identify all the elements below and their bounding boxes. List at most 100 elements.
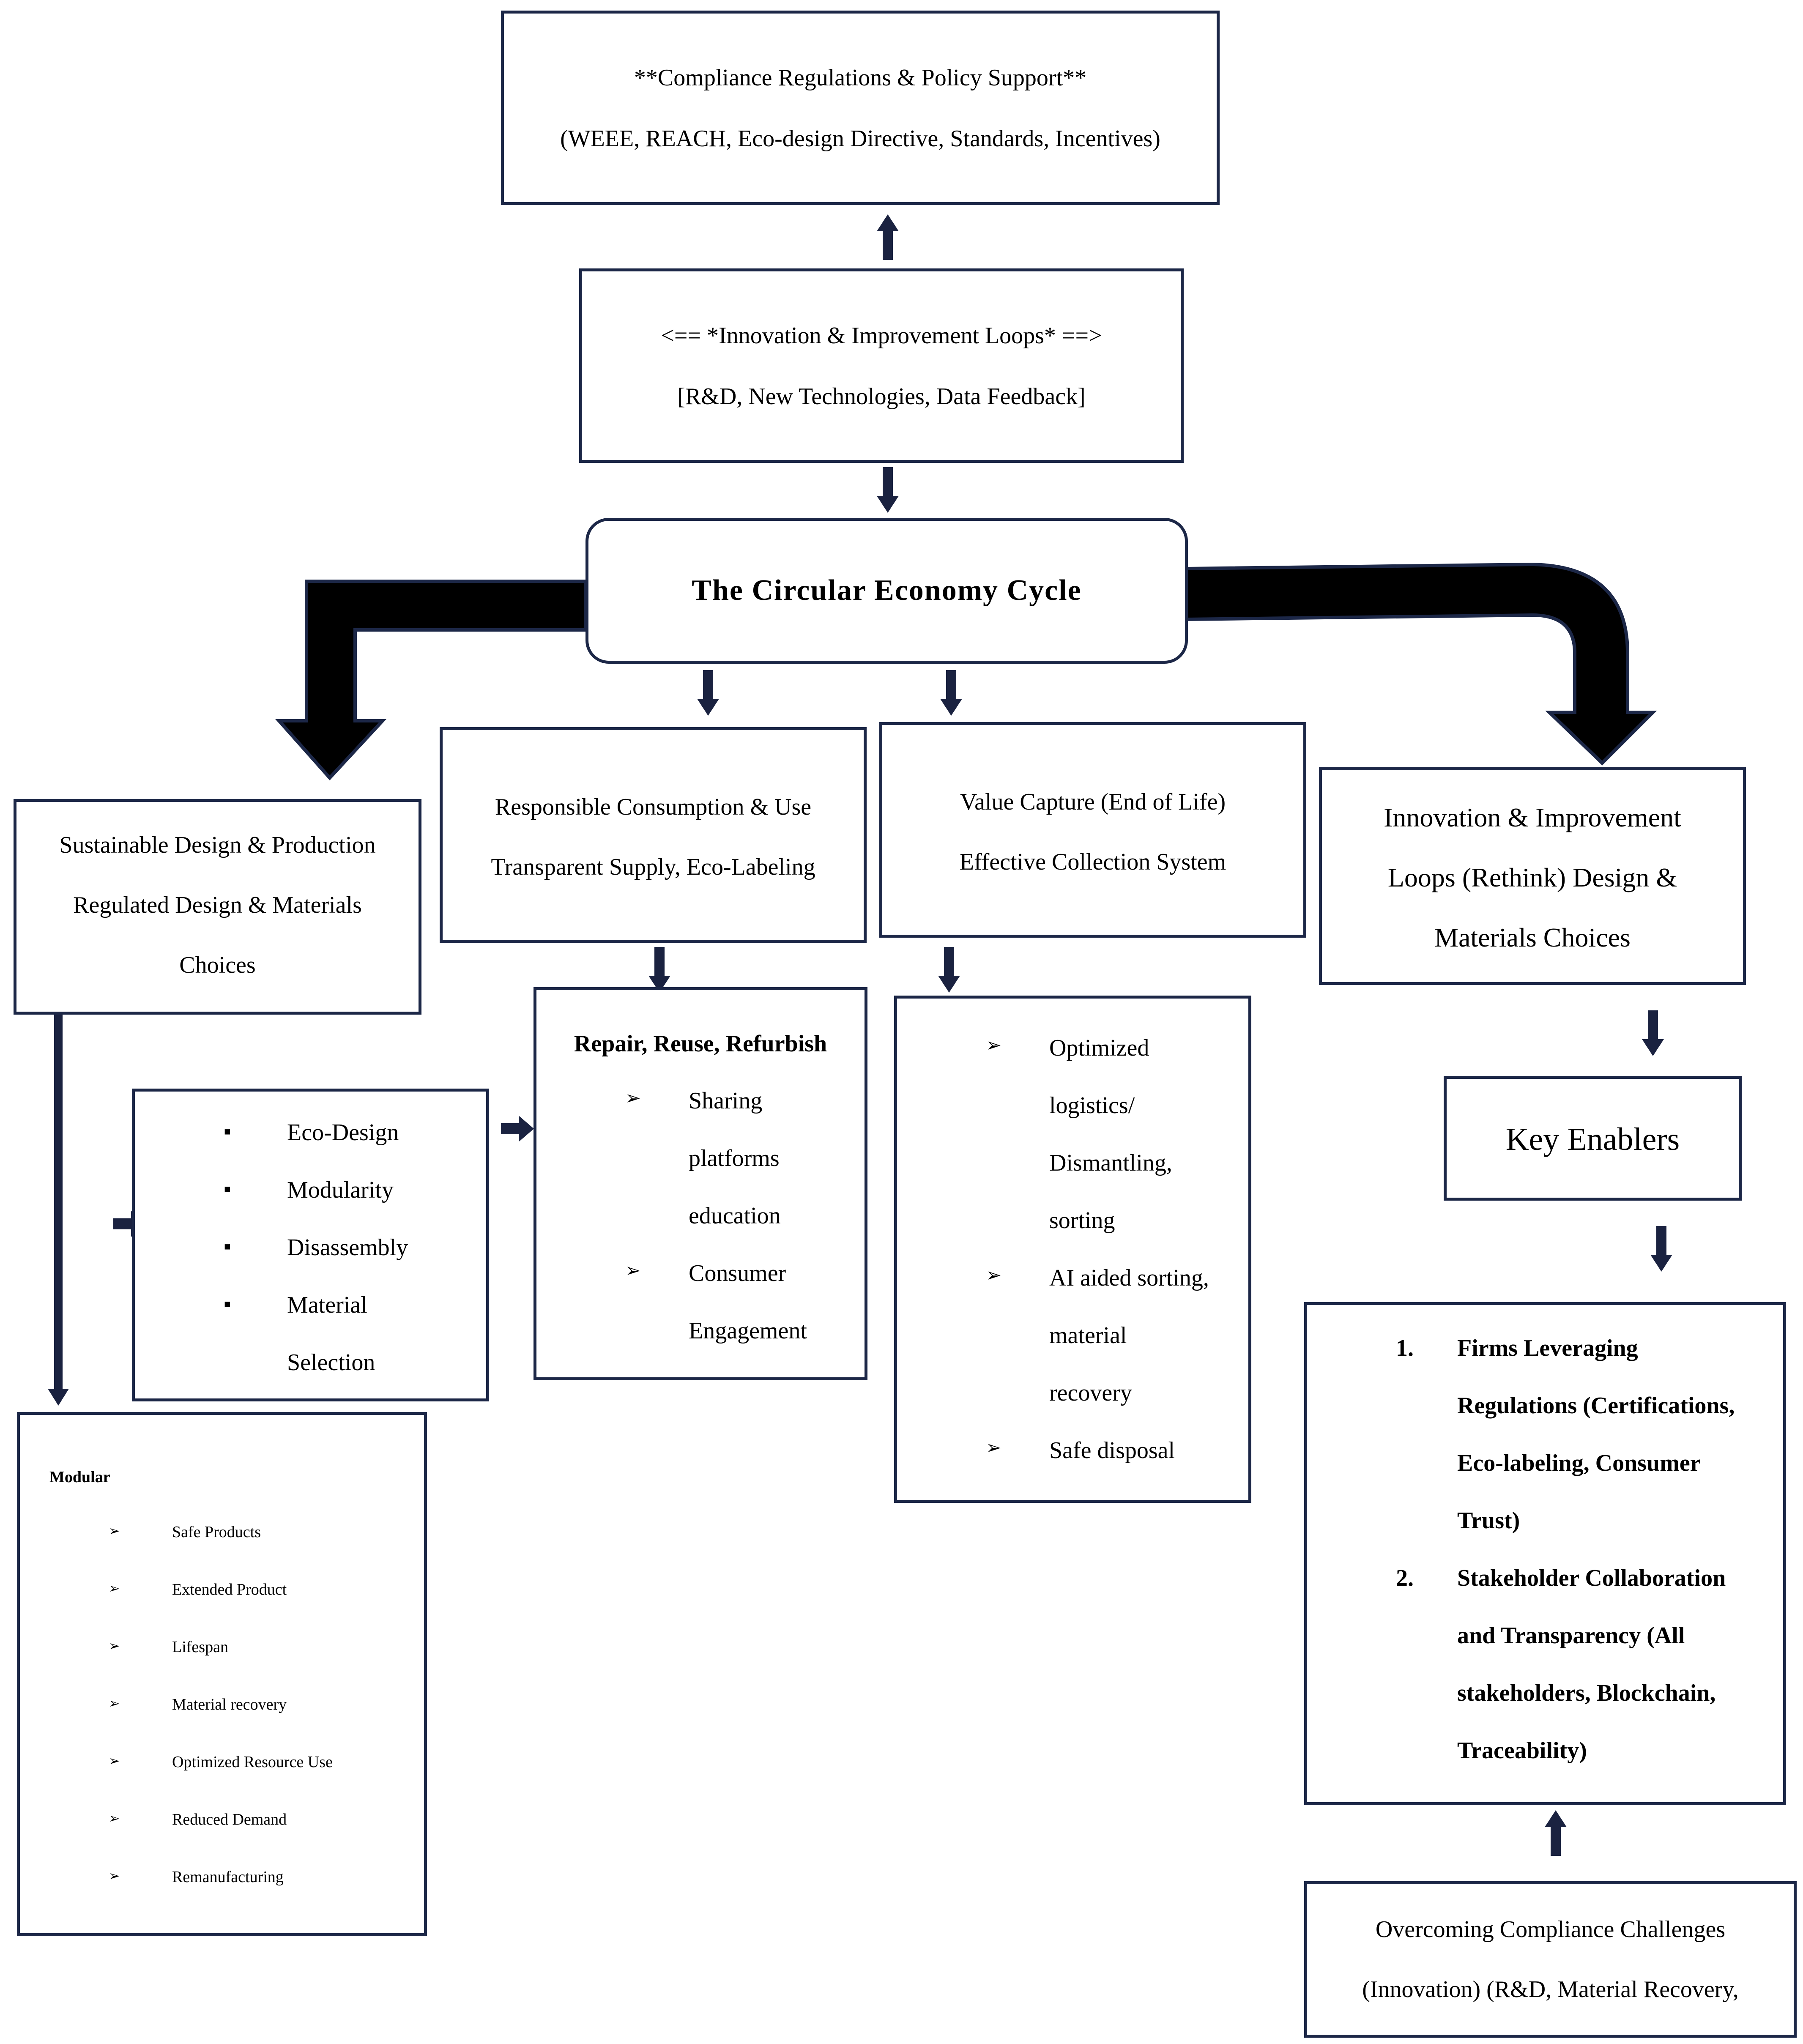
repair-bullet-icon: ➢ <box>625 1260 641 1281</box>
modular-bullet-icon: ➢ <box>109 1581 120 1596</box>
enabler-item-2-line: stakeholders, Blockchain, <box>1457 1680 1716 1706</box>
repair-title: Repair, Reuse, Refurbish <box>574 1031 827 1057</box>
key-enablers-box: Key Enablers <box>1444 1076 1742 1201</box>
optimized-item: material <box>1049 1322 1127 1349</box>
key-enablers-title: Key Enablers <box>1505 1122 1680 1157</box>
overcoming-line1: Overcoming Compliance Challenges <box>1375 1916 1726 1943</box>
right-arrow-to-repair <box>501 1116 534 1142</box>
left-down-shaft <box>54 1015 63 1389</box>
down-arrow-to-repair-shape <box>648 947 670 993</box>
up-arrow-from-overcoming-shape <box>1545 1810 1567 1856</box>
eco-design-bullet: ▪ <box>224 1234 231 1258</box>
modular-bullet-icon: ➢ <box>109 1753 120 1768</box>
repair-bullet-icon: ➢ <box>625 1088 641 1108</box>
down-arrow-to-central-shape <box>877 467 899 513</box>
modular-bullet-icon: ➢ <box>109 1868 120 1883</box>
innovation-loops-subtitle: [R&D, New Technologies, Data Feedback] <box>677 383 1086 410</box>
eco-design-item: Material <box>287 1292 367 1318</box>
optimized-item: recovery <box>1049 1380 1132 1406</box>
innovation-loops-title: <== *Innovation & Improvement Loops* ==> <box>661 323 1102 349</box>
modular-box: Modular ➢ Safe Products ➢ Extended Product ➢… <box>17 1412 427 1936</box>
rethink-box: Innovation & Improvement Loops (Rethink)… <box>1319 767 1746 985</box>
sustainable-design-line3: Choices <box>179 952 256 978</box>
optimized-item: Dismantling, <box>1049 1150 1172 1176</box>
repair-item: Sharing <box>689 1088 763 1114</box>
modular-bullet-icon: ➢ <box>109 1638 120 1653</box>
enabler-item-2-line: and Transparency (All <box>1457 1623 1685 1649</box>
sustainable-design-line2: Regulated Design & Materials <box>73 892 362 918</box>
up-arrow-from-overcoming <box>1545 1810 1567 1856</box>
compliance-title: **Compliance Regulations & Policy Suppor… <box>634 65 1087 91</box>
rethink-line2: Loops (Rethink) Design & <box>1387 862 1677 892</box>
circular-economy-cycle-box: The Circular Economy Cycle <box>585 518 1188 664</box>
down-arrow-to-key-enablers-shape <box>1642 1010 1664 1056</box>
repair-item: education <box>689 1203 781 1229</box>
down-arrow-to-consumption-shape <box>697 670 719 716</box>
repair-item: Consumer <box>689 1260 786 1286</box>
overcoming-box: Overcoming Compliance Challenges (Innova… <box>1304 1881 1797 2038</box>
responsible-consumption-box: Responsible Consumption & Use Transparen… <box>440 727 867 943</box>
left-down-arrowhead <box>48 1389 69 1406</box>
modular-bullet-icon: ➢ <box>109 1696 120 1711</box>
eco-design-bullet: ▪ <box>224 1119 231 1143</box>
central-title: The Circular Economy Cycle <box>692 574 1082 607</box>
modular-item: Extended Product <box>172 1581 287 1598</box>
eco-design-item: Eco-Design <box>287 1119 399 1146</box>
responsible-consumption-line2: Transparent Supply, Eco-Labeling <box>491 854 815 880</box>
modular-item: Reduced Demand <box>172 1811 287 1828</box>
enabler-number-2: 2. <box>1396 1565 1414 1591</box>
enabler-item-1-line: Regulations (Certifications, <box>1457 1393 1735 1419</box>
optimized-bullet-icon: ➢ <box>986 1035 1001 1056</box>
down-arrow-to-repair <box>648 947 670 993</box>
optimized-item: AI aided sorting, <box>1049 1265 1209 1291</box>
eco-design-list-box: ▪ Eco-Design ▪ Modularity ▪ Disassembly ▪ Mater… <box>132 1089 489 1401</box>
rethink-line3: Materials Choices <box>1434 922 1631 952</box>
value-capture-box: Value Capture (End of Life) Effective Co… <box>879 722 1306 938</box>
sustainable-design-line1: Sustainable Design & Production <box>59 832 376 858</box>
eco-design-bullet: ▪ <box>224 1292 231 1316</box>
down-arrow-to-key-enablers <box>1642 1010 1664 1056</box>
down-arrow-to-consumption <box>697 670 719 716</box>
enabler-number-1: 1. <box>1396 1335 1414 1361</box>
modular-title: Modular <box>49 1468 110 1486</box>
optimized-item: Safe disposal <box>1049 1437 1175 1464</box>
big-right-arrow <box>1184 562 1657 766</box>
modular-item: Remanufacturing <box>172 1868 284 1886</box>
modular-item: Lifespan <box>172 1638 228 1656</box>
down-arrow-to-optimized-shape <box>938 947 960 993</box>
big-left-arrow <box>275 580 587 780</box>
value-capture-line1: Value Capture (End of Life) <box>960 789 1226 815</box>
compliance-box: **Compliance Regulations & Policy Suppor… <box>501 11 1220 205</box>
eco-design-bullet: ▪ <box>224 1177 231 1201</box>
overcoming-line2: (Innovation) (R&D, Material Recovery, <box>1362 1976 1739 2003</box>
down-arrow-to-central <box>877 467 899 513</box>
enabler-item-2-line: Stakeholder Collaboration <box>1457 1565 1726 1591</box>
modular-item: Material recovery <box>172 1696 287 1713</box>
modular-item: Optimized Resource Use <box>172 1753 333 1771</box>
eco-design-item: Modularity <box>287 1177 394 1203</box>
enabler-item-2-line: Traceability) <box>1457 1738 1587 1764</box>
optimized-bullet-icon: ➢ <box>986 1265 1001 1286</box>
optimized-item: Optimized <box>1049 1035 1149 1061</box>
optimized-bullet-icon: ➢ <box>986 1437 1001 1458</box>
modular-bullet-icon: ➢ <box>109 1523 120 1538</box>
down-arrow-to-value-capture-shape <box>940 670 962 716</box>
enabler-item-1-line: Eco-labeling, Consumer <box>1457 1450 1701 1476</box>
eco-design-item: Disassembly <box>287 1234 408 1261</box>
down-arrow-to-enablers-list-shape <box>1650 1226 1672 1272</box>
responsible-consumption-line1: Responsible Consumption & Use <box>495 794 812 820</box>
enabler-item-1-line: Trust) <box>1457 1508 1520 1534</box>
enabler-item-1-line: Firms Leveraging <box>1457 1335 1638 1361</box>
value-capture-line2: Effective Collection System <box>959 849 1226 875</box>
modular-item: Safe Products <box>172 1523 261 1541</box>
down-arrow-to-optimized <box>938 947 960 993</box>
eco-design-item: Selection <box>287 1349 375 1376</box>
optimized-item: logistics/ <box>1049 1092 1135 1119</box>
repair-item: Engagement <box>689 1318 807 1344</box>
optimized-item: sorting <box>1049 1207 1115 1234</box>
sustainable-design-box: Sustainable Design & Production Regulate… <box>14 799 421 1015</box>
up-arrow-to-compliance-shape <box>877 214 899 260</box>
down-arrow-to-enablers-list <box>1650 1226 1672 1272</box>
down-arrow-to-value-capture <box>940 670 962 716</box>
